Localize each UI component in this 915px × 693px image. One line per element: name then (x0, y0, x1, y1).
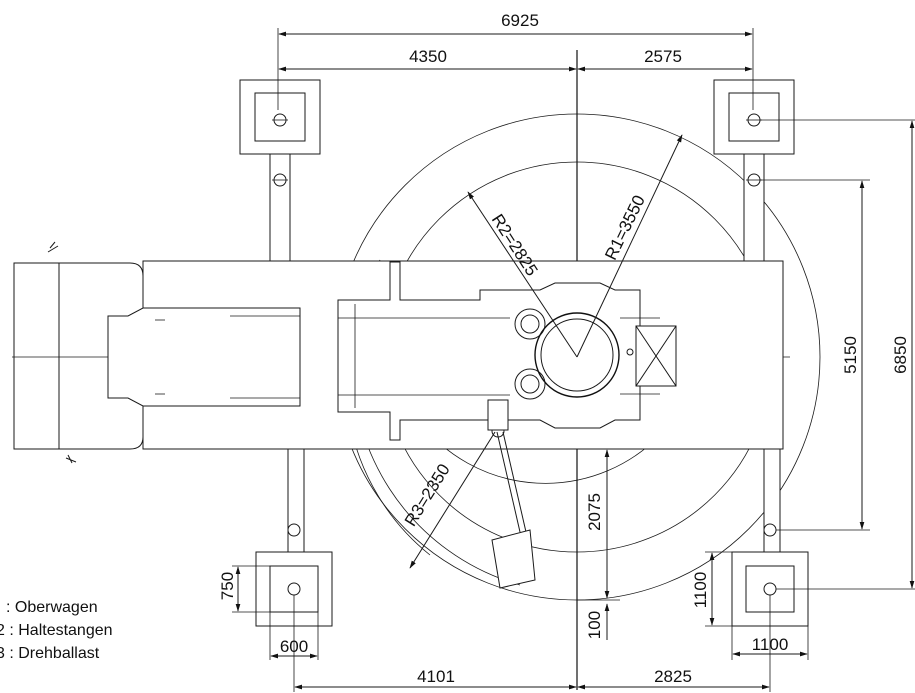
dimension-lines (232, 28, 915, 692)
dim-right-outer: 6850 (891, 336, 910, 374)
dim-top-left: 4350 (409, 47, 447, 66)
superstructure (337, 261, 677, 441)
dim-100: 100 (585, 611, 604, 639)
radius-label-r3: R3=2350 (401, 461, 454, 530)
dim-600: 600 (280, 637, 308, 656)
dim-1100-vertical: 1100 (691, 572, 710, 609)
dim-top-total: 6925 (501, 11, 539, 30)
dim-2075: 2075 (585, 493, 604, 531)
dim-right-inner: 5150 (841, 336, 860, 374)
legend-item-3: 3 : Drehballast (0, 645, 100, 662)
radius-arrows (409, 134, 683, 569)
dim-750: 750 (218, 572, 237, 600)
dim-bottom-right: 2825 (654, 667, 692, 686)
legend-item-2: 2 : Haltestangen (0, 622, 113, 639)
counterweight (487, 399, 536, 589)
legend-item-1: : Oberwagen (6, 599, 98, 616)
radius-label-r1: R1=3550 (601, 192, 649, 263)
legend: : Oberwagen 2 : Haltestangen 3 : Drehbal… (0, 599, 113, 662)
dim-top-right: 2575 (644, 47, 682, 66)
dim-1100-horizontal: 1100 (752, 635, 789, 654)
dim-bottom-left: 4101 (417, 667, 455, 686)
